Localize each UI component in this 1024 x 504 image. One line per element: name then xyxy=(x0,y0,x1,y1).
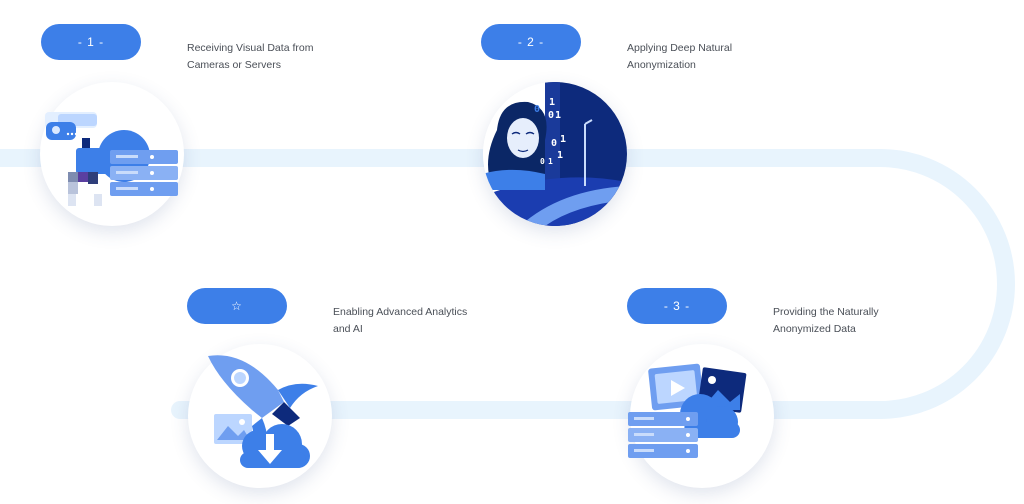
step-2-circle xyxy=(483,82,627,226)
step-3-badge-label: - 3 - xyxy=(663,299,691,313)
step-1-description-line-2: Cameras or Servers xyxy=(187,59,281,71)
step-1-circle xyxy=(40,82,184,226)
step-4-badge: ☆ xyxy=(187,288,287,324)
step-3-description-line-1: Providing the Naturally xyxy=(773,306,879,318)
step-1-badge-label: - 1 - xyxy=(77,35,105,49)
step-2-description: Applying Deep Natural Anonymization xyxy=(627,40,817,74)
step-2-description-line-1: Applying Deep Natural xyxy=(627,42,733,54)
step-3-badge: - 3 - xyxy=(627,288,727,324)
step-1-description-line-1: Receiving Visual Data from xyxy=(187,42,314,54)
step-4-description-line-2: and AI xyxy=(333,323,363,335)
step-1-badge: - 1 - xyxy=(41,24,141,60)
star-icon: ☆ xyxy=(231,299,243,313)
step-3-description-line-2: Anonymized Data xyxy=(773,323,856,335)
step-1-description: Receiving Visual Data from Cameras or Se… xyxy=(187,40,377,74)
step-4-description: Enabling Advanced Analytics and AI xyxy=(333,304,523,338)
step-2-description-line-2: Anonymization xyxy=(627,59,696,71)
step-2-badge-label: - 2 - xyxy=(517,35,545,49)
step-3-circle xyxy=(630,344,774,488)
step-2-badge: - 2 - xyxy=(481,24,581,60)
step-3-description: Providing the Naturally Anonymized Data xyxy=(773,304,963,338)
step-4-description-line-1: Enabling Advanced Analytics xyxy=(333,306,468,318)
step-4-circle xyxy=(188,344,332,488)
